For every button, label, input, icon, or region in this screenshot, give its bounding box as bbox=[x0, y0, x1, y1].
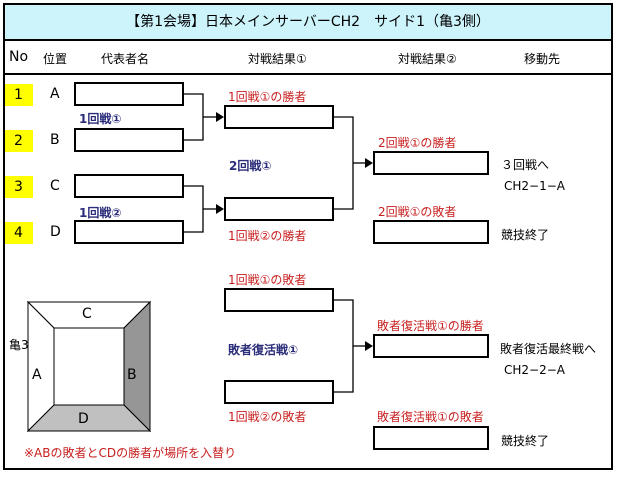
swap-note: ※ABの敗者とCDの勝者が場所を入替り bbox=[24, 446, 237, 460]
representative-slot-d[interactable] bbox=[74, 220, 184, 244]
label-round1-2-winner: 1回戦②の勝者 bbox=[228, 229, 307, 243]
match-label-round2: 2回戦① bbox=[229, 159, 272, 173]
header-result2: 対戦結果② bbox=[398, 52, 457, 66]
round1-1-winner-slot[interactable] bbox=[224, 105, 334, 129]
repechage-winner-slot[interactable] bbox=[373, 334, 489, 358]
label-repechage-winner: 敗者復活戦①の勝者 bbox=[377, 319, 484, 333]
arrow-icon bbox=[216, 204, 224, 214]
round1-2-loser-slot[interactable] bbox=[224, 380, 334, 404]
match-label-round1-1: 1回戦① bbox=[79, 112, 122, 126]
repechage-loser-dest: 競技終了 bbox=[501, 434, 550, 448]
connector-round1-1 bbox=[184, 93, 204, 141]
entry-number-2: 2 bbox=[5, 130, 33, 152]
venue-center bbox=[53, 327, 125, 406]
arrow-icon bbox=[216, 112, 224, 122]
representative-slot-b[interactable] bbox=[74, 128, 184, 152]
bracket-frame bbox=[3, 3, 613, 470]
repechage-loser-slot[interactable] bbox=[373, 426, 489, 450]
entry-number-4: 4 bbox=[5, 222, 33, 244]
label-round1-1-winner: 1回戦①の勝者 bbox=[228, 90, 307, 104]
match-label-round1-2: 1回戦② bbox=[79, 206, 122, 220]
repechage-winner-dest-2: CH2−2−A bbox=[504, 363, 565, 377]
entry-number-1: 1 bbox=[5, 84, 33, 106]
round2-loser-slot[interactable] bbox=[373, 220, 489, 244]
label-round2-winner: 2回戦①の勝者 bbox=[378, 136, 457, 150]
venue-side-label: 亀3 bbox=[9, 338, 29, 352]
venue-label-left: A bbox=[32, 367, 42, 383]
header-position: 位置 bbox=[43, 52, 68, 66]
venue-label-right: B bbox=[127, 367, 137, 383]
representative-slot-a[interactable] bbox=[74, 82, 184, 106]
connector-repechage bbox=[334, 299, 354, 393]
representative-slot-c[interactable] bbox=[74, 174, 184, 198]
header-representative: 代表者名 bbox=[101, 52, 150, 66]
connector-round1-2 bbox=[184, 185, 204, 233]
label-repechage-loser: 敗者復活戦①の敗者 bbox=[377, 410, 484, 424]
repechage-winner-dest-1: 敗者復活最終戦へ bbox=[500, 342, 597, 356]
label-round1-2-loser: 1回戦②の敗者 bbox=[228, 410, 307, 424]
venue-label-top: C bbox=[82, 306, 92, 322]
round2-winner-slot[interactable] bbox=[373, 151, 489, 175]
column-header-row: No 位置 代表者名 対戦結果① 対戦結果② 移動先 bbox=[5, 41, 611, 75]
label-round2-loser: 2回戦①の敗者 bbox=[378, 205, 457, 219]
entry-position-b: B bbox=[50, 132, 60, 148]
match-label-repechage: 敗者復活戦① bbox=[228, 343, 299, 357]
venue-label-bottom: D bbox=[78, 411, 89, 427]
entry-position-d: D bbox=[50, 224, 61, 240]
round2-winner-dest-2: CH2−1−A bbox=[504, 179, 565, 193]
label-round1-1-loser: 1回戦①の敗者 bbox=[228, 273, 307, 287]
entry-position-a: A bbox=[50, 86, 60, 102]
connector-round2 bbox=[334, 116, 354, 210]
round1-1-loser-slot[interactable] bbox=[224, 288, 334, 312]
round2-loser-dest: 競技終了 bbox=[501, 228, 550, 242]
venue-map bbox=[26, 300, 152, 433]
round1-2-winner-slot[interactable] bbox=[224, 197, 334, 221]
arrow-icon bbox=[365, 158, 373, 168]
header-result1: 対戦結果① bbox=[248, 52, 307, 66]
page-title: 【第1会場】日本メインサーバーCH2 サイド1（亀3側） bbox=[5, 5, 611, 41]
entry-number-3: 3 bbox=[5, 176, 33, 198]
round2-winner-dest-1: ３回戦へ bbox=[501, 158, 550, 172]
arrow-icon bbox=[365, 341, 373, 351]
header-destination: 移動先 bbox=[524, 52, 561, 66]
entry-position-c: C bbox=[50, 178, 60, 194]
header-no: No bbox=[9, 49, 29, 65]
